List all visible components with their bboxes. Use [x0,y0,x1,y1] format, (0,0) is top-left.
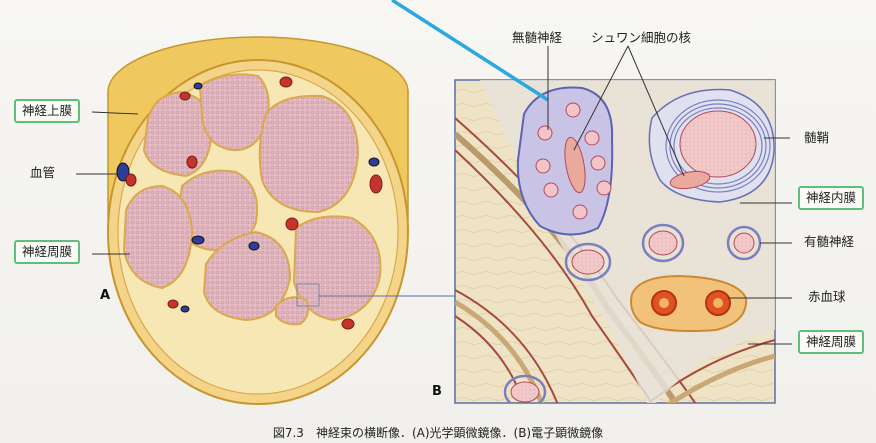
vessel-blue [181,306,189,312]
capillary [631,276,746,331]
label-myelin-sheath: 髄鞘 [804,132,829,145]
fascicle [260,96,358,212]
nerve-cross-section [108,37,456,404]
vessel-red [180,92,190,100]
label-blood-vessel: 血管 [30,167,55,180]
vessel-red [126,174,136,186]
label-unmyelinated: 無髄神経 [512,32,562,45]
vessel-red [342,319,354,329]
vessel-red [286,218,298,230]
vessel-red [280,77,292,87]
label-epineurium: 神経上膜 [14,99,80,123]
em-view [455,80,775,410]
vessel-blue [249,242,259,250]
vessel-blue [192,236,204,244]
vessel-red [187,156,197,168]
vessel-red [168,300,178,308]
label-perineurium-right: 神経周膜 [798,330,864,354]
fascicle [276,297,308,324]
label-myelinated: 有髄神経 [804,236,854,249]
panel-label-a: A [100,288,110,303]
fascicle [124,186,192,288]
label-perineurium-left: 神経周膜 [14,240,80,264]
fascicle [200,74,269,150]
myelinated-fiber-large [649,90,774,202]
panel-label-b: B [432,384,442,399]
axon [680,111,756,177]
figure-caption: 図7.3 神経束の横断像．(A)光学顕微鏡像．(B)電子顕微鏡像 [0,424,876,441]
vessel-red [370,175,382,193]
fascicles [124,74,380,324]
vessel-blue [369,158,379,166]
label-endoneurium: 神経内膜 [798,186,864,210]
label-schwann-nucleus: シュワン細胞の核 [591,32,691,45]
vessel-blue [194,83,202,89]
label-red-blood-cell: 赤血球 [808,291,846,304]
